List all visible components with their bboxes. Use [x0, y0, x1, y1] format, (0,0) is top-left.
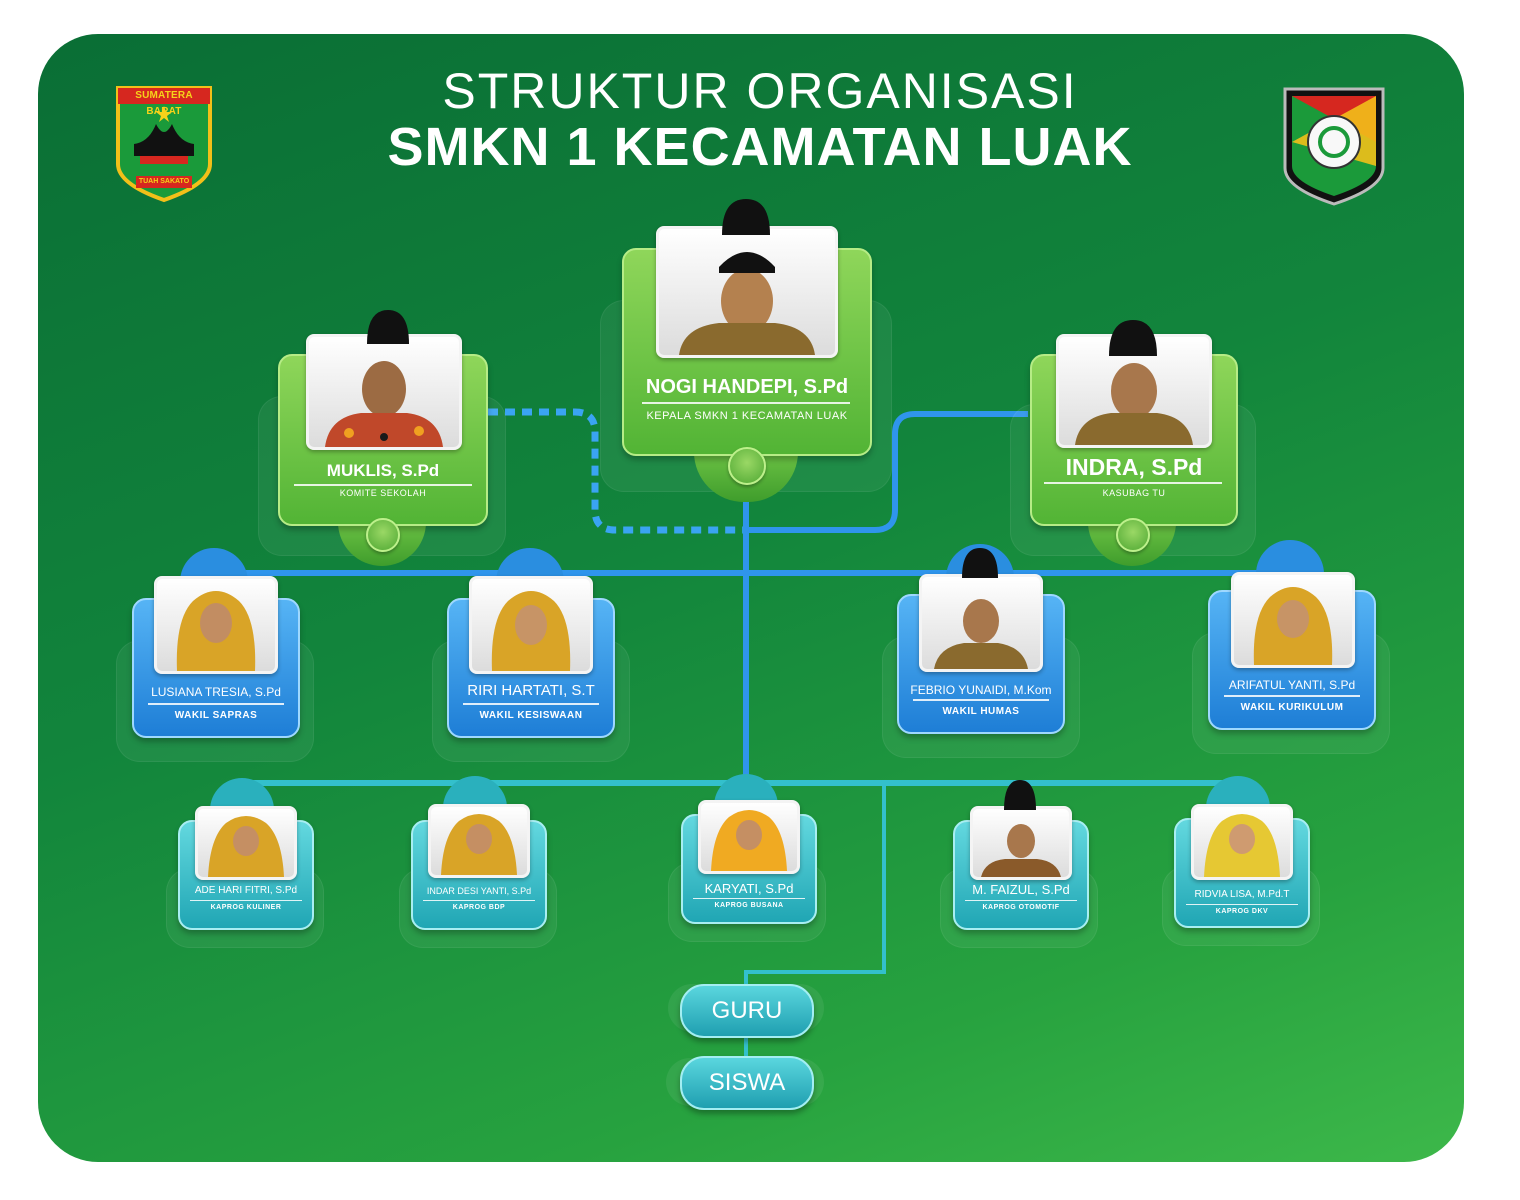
vice-divider-0 — [148, 703, 284, 705]
person-avatar-icon — [325, 361, 443, 447]
chart-title: STRUKTUR ORGANISASI — [442, 63, 1078, 119]
vice-name-2: FEBRIO YUNAIDI, M.Kom — [910, 683, 1052, 697]
guru-node[interactable]: GURU — [680, 984, 814, 1038]
admin-knob — [1116, 518, 1150, 552]
left-logo-top-text: SUMATERA BARAT — [135, 90, 193, 117]
vice-photo-2 — [919, 574, 1043, 672]
committee-cap — [363, 308, 413, 344]
vice-name-1: RIRI HARTATI, S.T — [467, 682, 595, 699]
prog-divider-2 — [693, 898, 805, 899]
person-avatar-icon — [1253, 587, 1333, 665]
prog-photo-1 — [428, 804, 530, 878]
person-avatar-icon — [711, 810, 787, 871]
prog-name-2: KARYATI, S.Pd — [704, 881, 794, 896]
prog-role-1: KAPROG BDP — [452, 904, 506, 911]
vice-role-0: WAKIL SAPRAS — [174, 710, 258, 721]
committee-divider — [294, 484, 472, 486]
prog-name-4: RIDVIA LISA, M.Pd.T — [1194, 889, 1290, 900]
person-avatar-icon — [981, 824, 1061, 877]
guru-connector — [744, 783, 886, 990]
committee-knob — [366, 518, 400, 552]
person-avatar-icon — [934, 599, 1028, 669]
admin-name: INDRA, S.Pd — [1065, 454, 1203, 480]
committee-role: KOMITE SEKOLAH — [339, 488, 427, 498]
vice-name-3: ARIFATUL YANTI, S.Pd — [1228, 678, 1356, 692]
prog-photo-0 — [195, 806, 297, 880]
prog-hat-3 — [1001, 778, 1039, 812]
vice-divider-3 — [1224, 695, 1360, 697]
smkn1-emblem-icon — [1283, 87, 1385, 206]
head-role: KEPALA SMKN 1 KECAMATAN LUAK — [646, 410, 848, 422]
prog-name-3: M. FAIZUL, S.Pd — [972, 882, 1070, 897]
vice-photo-0 — [154, 576, 278, 674]
vice-role-1: WAKIL KESISWAAN — [479, 710, 583, 721]
prog-divider-3 — [965, 900, 1077, 901]
prog-role-4: KAPROG DKV — [1215, 908, 1269, 915]
prog-divider-1 — [423, 900, 535, 901]
siswa-node[interactable]: SISWA — [680, 1056, 814, 1110]
vice-divider-1 — [463, 703, 599, 705]
person-avatar-icon — [1204, 814, 1280, 877]
person-avatar-icon — [679, 252, 815, 355]
vice-divider-2 — [913, 699, 1049, 701]
prog-photo-4 — [1191, 804, 1293, 880]
head-name: NOGI HANDEPI, S.Pd — [645, 376, 849, 398]
left-logo-bottom-text: TUAH SAKATO — [138, 178, 190, 185]
prog-photo-3 — [970, 806, 1072, 880]
vice-hat-2 — [958, 546, 1002, 580]
sumatera-barat-emblem-icon — [116, 86, 212, 203]
head-cap — [712, 195, 780, 235]
admin-connector — [745, 411, 1028, 533]
vice-name-0: LUSIANA TRESIA, S.Pd — [151, 685, 281, 699]
admin-role: KASUBAG TU — [1102, 488, 1166, 498]
prog-divider-4 — [1186, 904, 1298, 905]
person-avatar-icon — [176, 591, 256, 671]
admin-divider — [1044, 482, 1222, 484]
head-knob — [728, 447, 766, 485]
school-logo — [1282, 86, 1386, 206]
vice-role-2: WAKIL HUMAS — [942, 706, 1020, 717]
school-name: SMKN 1 KECAMATAN LUAK — [387, 117, 1133, 177]
prog-name-1: INDAR DESI YANTI, S.Pd — [426, 886, 532, 896]
prog-role-2: KAPROG BUSANA — [714, 902, 784, 909]
prog-role-3: KAPROG OTOMOTIF — [982, 904, 1060, 911]
committee-name: MUKLIS, S.Pd — [326, 461, 440, 480]
vice-photo-3 — [1231, 572, 1355, 668]
prog-divider-0 — [190, 900, 302, 901]
person-avatar-icon — [441, 814, 517, 875]
head-photo — [656, 226, 838, 358]
prog-photo-2 — [698, 800, 800, 874]
prog-role-0: KAPROG KULINER — [210, 904, 282, 911]
sumatera-barat-logo: SUMATERA BARAT TUAH SAKATO — [114, 84, 214, 204]
prog-name-0: ADE HARI FITRI, S.Pd — [194, 885, 298, 896]
person-avatar-icon — [491, 591, 571, 671]
head-divider — [642, 402, 850, 404]
admin-cap — [1103, 316, 1163, 356]
vice-photo-1 — [469, 576, 593, 674]
person-avatar-icon — [208, 816, 284, 877]
committee-photo — [306, 334, 462, 450]
vice-role-3: WAKIL KURIKULUM — [1240, 702, 1344, 713]
person-avatar-icon — [1075, 363, 1193, 445]
committee-connector — [488, 408, 745, 534]
